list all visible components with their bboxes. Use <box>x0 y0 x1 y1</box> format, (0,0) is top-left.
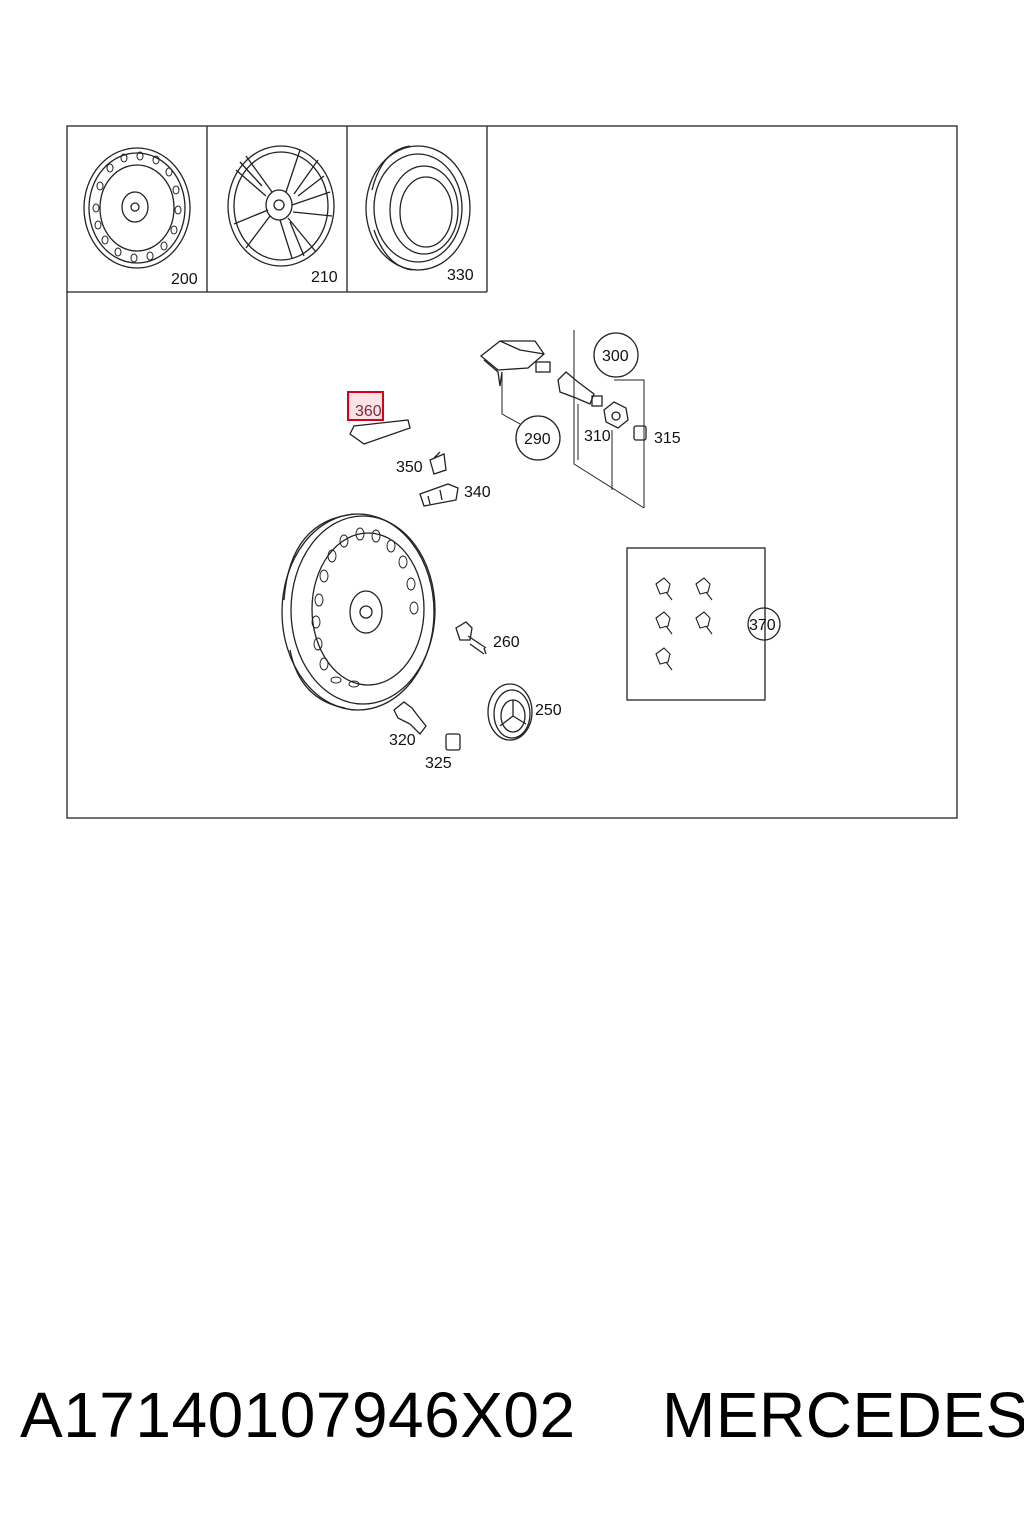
steel-wheel-main[interactable] <box>281 513 436 711</box>
alloy-wheel-thumbnail[interactable] <box>227 145 335 267</box>
callout-200[interactable]: 200 <box>171 271 198 288</box>
valve-stem-part[interactable] <box>557 371 603 407</box>
callout-330[interactable]: 330 <box>447 267 474 284</box>
valve-nut-part[interactable] <box>603 401 629 429</box>
callout-210[interactable]: 210 <box>311 269 338 286</box>
callout-250[interactable]: 250 <box>535 702 562 719</box>
callout-325[interactable]: 325 <box>425 755 452 772</box>
wheel-bolt-part[interactable] <box>455 621 487 655</box>
callout-310[interactable]: 310 <box>584 428 611 445</box>
footer: A17140107946X02 MERCEDES <box>0 1378 1024 1478</box>
brand-name: MERCEDES <box>662 1379 1024 1451</box>
valve-cap-325-part[interactable] <box>445 733 461 751</box>
callout-370[interactable]: 370 <box>749 617 776 634</box>
balance-weight-part[interactable] <box>349 419 411 445</box>
tpms-sensor-part[interactable] <box>479 340 551 387</box>
callout-260[interactable]: 260 <box>493 634 520 651</box>
callout-360[interactable]: 360 <box>355 403 382 420</box>
callout-350[interactable]: 350 <box>396 459 423 476</box>
steel-wheel-thumbnail[interactable] <box>83 147 191 269</box>
diagram-frame <box>66 125 958 819</box>
hub-cap-part[interactable] <box>487 683 533 741</box>
adhesive-weight-part[interactable] <box>419 483 459 507</box>
tire-thumbnail[interactable] <box>365 145 471 271</box>
clip-weight-part[interactable] <box>429 451 447 475</box>
bolt-set-box <box>626 547 766 701</box>
part-number: A17140107946X02 <box>20 1379 576 1451</box>
highlight-360-box <box>347 391 384 421</box>
rubber-valve-part[interactable] <box>393 701 427 735</box>
callout-290[interactable]: 290 <box>524 431 551 448</box>
callout-300[interactable]: 300 <box>602 348 629 365</box>
callout-320[interactable]: 320 <box>389 732 416 749</box>
callout-340[interactable]: 340 <box>464 484 491 501</box>
valve-cap-part[interactable] <box>633 425 647 441</box>
bolt-set-part[interactable] <box>655 577 713 671</box>
parts-diagram: 200 210 330 300 290 310 315 360 350 340 … <box>66 125 958 819</box>
callout-315[interactable]: 315 <box>654 430 681 447</box>
